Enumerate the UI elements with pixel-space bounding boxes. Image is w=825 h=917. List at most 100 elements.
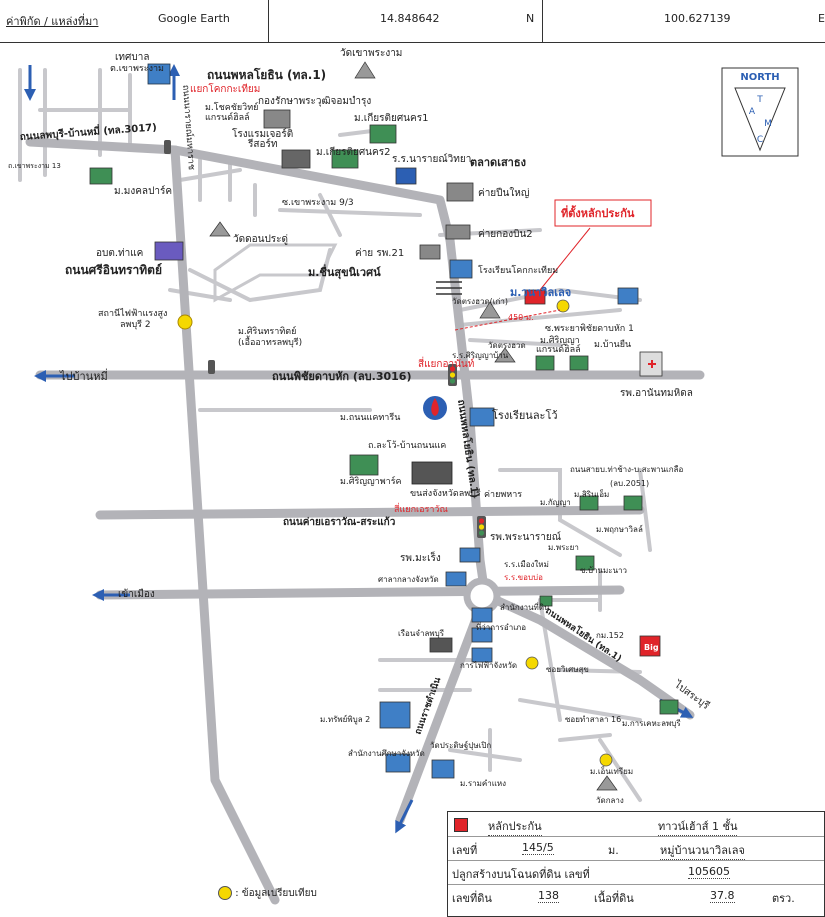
road-label: ซ.เขาพระงาม 9/3 <box>282 198 354 208</box>
place-label: แยกโคกกะเทียม <box>190 82 260 95</box>
place-label: ม.กัญญา <box>540 498 571 507</box>
latitude-value: 14.848642 <box>380 12 440 25</box>
place-label: รพ.พระนารายณ์ <box>490 531 561 543</box>
legend-type: ทาวน์เฮ้าส์ 1 ชั้น <box>658 817 738 836</box>
place-label: ม.การเคหะลพบุรี <box>622 719 681 728</box>
place-label: ร.ร.นารายณ์วิทยา <box>392 153 471 165</box>
village-value: หมู่บ้านวนาวิลเลจ <box>660 841 745 860</box>
distance-line <box>454 309 561 331</box>
place-label: วัดตรงฮวด <box>488 341 526 350</box>
place-label: โรงแรมเจอร์ติ <box>232 127 293 140</box>
place-label: โรงเรียนโคกกะเทียม <box>478 265 558 276</box>
village-block <box>213 243 338 303</box>
place-label: ม.โชคชัยวิทย์ <box>205 101 258 113</box>
comparison-marker <box>525 299 613 767</box>
compass-letter: M <box>764 119 772 129</box>
header-lon-cell: 100.627139 E <box>542 0 825 42</box>
place-label: ม.ศิริญญาพาร์ค <box>340 475 402 487</box>
place-label: สำนักงานที่ดิน <box>500 601 550 612</box>
road-label: (ลบ.2051) <box>610 479 649 488</box>
gas-station-icon <box>423 396 447 420</box>
place-label: ม.ชื่นสุขนิเวศน์ <box>308 264 381 280</box>
place-label: ม.พระยา <box>548 543 579 552</box>
place-label: ม.เอ็นเทรียม <box>590 766 633 776</box>
place-label: สี่แยกอานันท์ <box>418 356 474 370</box>
place-label: (เอื้ออาทรลพบุรี) <box>238 335 302 348</box>
north-compass: NORTH T A M C <box>721 67 799 157</box>
railway-crossing <box>436 281 462 295</box>
place-label: รพ.มะเร็ง <box>400 550 441 564</box>
deed-value: 105605 <box>688 865 730 879</box>
road-label: ซ.พระยาพิชัยดาบหัก 1 <box>545 323 634 334</box>
place-label: แกรนด์ฮิลล์ <box>205 111 250 123</box>
place-label: ตลาดเสาธง <box>470 156 526 169</box>
house-no-value: 145/5 <box>522 841 554 855</box>
place-label: สี่แยกเอราวัณ <box>394 502 448 515</box>
place-label: ม.ถนนแคทารีน <box>340 412 400 423</box>
area-label: เนื้อที่ดิน <box>594 892 634 905</box>
legend-row: เลขที่ 145/5 ม. หมู่บ้านวนาวิลเลจ <box>448 836 824 861</box>
place-label: ร.ร.ศิริญญาบ้าน <box>452 351 509 360</box>
header-bar: ค่าพิกัด / แหล่งที่มา Google Earth 14.84… <box>0 0 825 43</box>
place-label: ค่ายกองบิน2 <box>478 229 533 240</box>
road-label: ซอยวิเศษสุข <box>546 665 589 674</box>
road-label: ถนนศรีอินทราทิตย์ <box>65 263 162 277</box>
place-label: ซ.บ้านมะนาว <box>580 566 627 575</box>
location-label: ค่าพิกัด / แหล่งที่มา <box>6 15 99 28</box>
area-unit: ตรว. <box>772 892 795 905</box>
road-label: ถนนสายบ.ท่าช้าง-บ.สะพานเกลือ <box>570 465 683 474</box>
road-label: ถนนพหลโยธิน (ทล.1) <box>207 67 326 82</box>
compass-letter: T <box>756 95 763 105</box>
pin-site-label: ที่ตั้งหลักประกัน <box>561 205 635 220</box>
road-label: ถ.ละโว้-บ้านถนนแค <box>368 440 446 451</box>
legend-title: หลักประกัน <box>488 817 542 836</box>
compass-north-label: NORTH <box>740 72 779 83</box>
map-canvas: NORTH T A M C ถนนพหลโยธิน (ทล.1) ถนนศรีอ… <box>8 48 799 905</box>
power-station-icon <box>177 314 193 330</box>
place-label: วัดตรงฮวด(เก่า) <box>452 297 508 306</box>
place-label: ศาลากลางจังหวัด <box>378 575 439 584</box>
house-no-label: เลขที่ <box>452 844 478 857</box>
land-label: เลขที่ดิน <box>452 892 492 905</box>
temple-icon <box>209 61 618 791</box>
place-label: ค่าย รพ.21 <box>355 248 404 259</box>
place-label: ไปบ้านหมี่ <box>59 368 108 383</box>
minor-roads <box>18 68 652 802</box>
place-label: ขนส่งจังหวัดลพบุรี <box>410 488 481 499</box>
area-value: 37.8 <box>710 889 735 903</box>
place-label: ร.ร.เมืองใหม่ <box>504 560 549 569</box>
place-label: อบต.ท่าแค <box>96 248 143 259</box>
building-icons <box>89 63 679 779</box>
site-callout-box <box>554 199 652 227</box>
lon-suffix: E <box>818 12 825 25</box>
place-label: ม.บ้านยืน <box>594 339 631 350</box>
footnote-text: : ข้อมูลเปรียบเทียบ <box>235 888 317 899</box>
comparison-marker-icon <box>218 886 232 900</box>
place-label: รพ.อานันทมหิดล <box>620 388 693 399</box>
place-label: แกรนด์ฮิลล์ <box>536 343 581 355</box>
place-label: วัดเขาพระงาม <box>340 48 402 59</box>
lat-suffix: N <box>526 12 535 25</box>
road-label: ถ.เขาพระงาม 13 <box>8 162 61 170</box>
place-label: ม.มงคลปาร์ค <box>114 185 172 197</box>
place-label: ลพบุรี 2 <box>120 319 151 330</box>
legend-row: ปลูกสร้างบนโฉนดที่ดิน เลขที่ 105605 <box>448 860 824 885</box>
place-label: วัดประดิษฐ์ปุษเปิก <box>430 740 491 750</box>
place-label: ร.ร.ขอบบ่อ <box>504 573 543 582</box>
place-label: ม.รามคำแหง <box>460 779 506 788</box>
place-label: กองรักษาพระวุฒิจอมบำรุง <box>258 96 371 107</box>
traffic-light-icon <box>164 140 486 538</box>
source-text: Google Earth <box>158 12 230 25</box>
road-label: ซอยทำสาลา 16 <box>565 715 621 724</box>
major-roads <box>25 137 705 905</box>
place-label: กม.152 <box>596 631 624 640</box>
footnote: : ข้อมูลเปรียบเทียบ <box>218 886 317 901</box>
place-label: Big C <box>644 643 667 652</box>
legend-row: เลขที่ดิน 138 เนื้อที่ดิน 37.8 ตรว. <box>448 884 824 908</box>
place-label: วัดกลาง <box>596 796 624 805</box>
road-label: ถนนค่ายเอราวัณ-สระแก้ว <box>283 516 396 528</box>
distance-label: 450 ม. <box>508 313 534 322</box>
place-label: ม.วนาวิลเลจ <box>510 286 571 299</box>
place-label: ค่ายพหาร <box>484 490 522 500</box>
place-label: ม.ศิรินทราทิตย์ <box>238 325 296 337</box>
